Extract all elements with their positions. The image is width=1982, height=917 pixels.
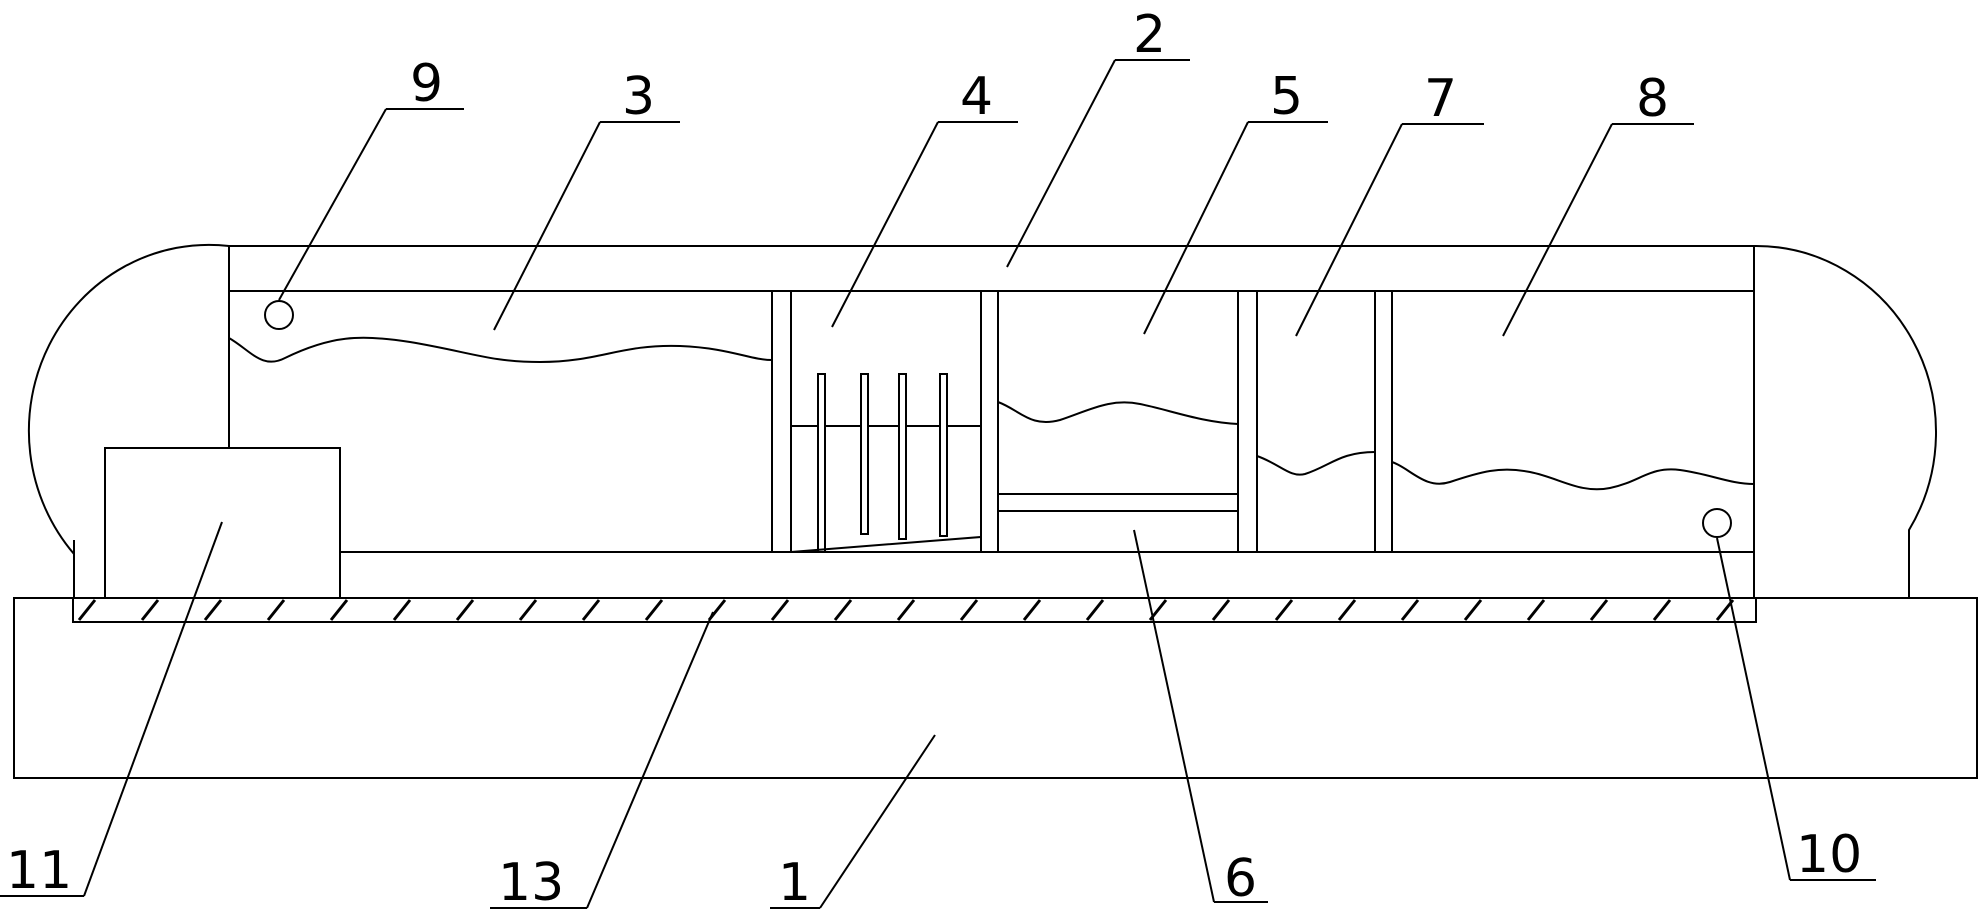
liquid-surface-3 [228, 336, 773, 364]
hatch-stroke [770, 599, 790, 621]
support-layer [72, 597, 1757, 623]
label-11: 11 [6, 841, 72, 901]
leader-9 [278, 108, 387, 301]
hatch-stroke [203, 599, 223, 621]
hatch-stroke [1274, 599, 1294, 621]
hatch-stroke [833, 599, 853, 621]
label-4: 4 [960, 67, 993, 127]
base-block [13, 597, 1978, 779]
label-8: 8 [1636, 69, 1669, 129]
liquid-surface-5 [997, 401, 1239, 425]
comb-plate-3 [898, 373, 907, 540]
label-5: 5 [1270, 67, 1303, 127]
hatch-stroke [329, 599, 349, 621]
leader-3 [493, 121, 601, 331]
left-end-cap [27, 243, 230, 598]
label-13: 13 [498, 853, 564, 913]
sloped-bottom [790, 535, 982, 553]
leader-lines [0, 59, 1876, 909]
label-9: 9 [410, 54, 443, 114]
hatch-stroke [1463, 599, 1483, 621]
label-7: 7 [1424, 69, 1457, 129]
hatch-stroke [959, 599, 979, 621]
label-6: 6 [1224, 849, 1257, 909]
comb-plate-4 [939, 373, 948, 537]
hatch-stroke [1337, 599, 1357, 621]
leader-10 [1716, 537, 1791, 881]
hatch-stroke [77, 599, 97, 621]
liquid-surface-8 [1391, 461, 1755, 491]
outlet-port [1702, 508, 1732, 538]
leader-2 [1006, 59, 1116, 268]
leader-8 [1502, 123, 1613, 337]
label-10: 10 [1796, 825, 1862, 885]
hatch-stroke [1526, 599, 1546, 621]
inlet-port [264, 300, 294, 330]
hatch-stroke [1400, 599, 1420, 621]
leader-5 [1143, 121, 1249, 335]
support-layer-hatching [77, 599, 1735, 621]
hatch-stroke [1022, 599, 1042, 621]
hatch-stroke [1211, 599, 1231, 621]
hatch-stroke [140, 599, 160, 621]
hatch-stroke [266, 599, 286, 621]
hatch-stroke [581, 599, 601, 621]
label-2: 2 [1133, 5, 1166, 65]
label-3: 3 [622, 67, 655, 127]
comb-plate-1 [817, 373, 826, 553]
hatch-stroke [644, 599, 664, 621]
hatch-stroke [1589, 599, 1609, 621]
hatch-stroke [455, 599, 475, 621]
hatch-stroke [518, 599, 538, 621]
leader-13 [586, 611, 714, 909]
leader-7 [1295, 123, 1403, 337]
label-1: 1 [778, 853, 811, 913]
hatch-stroke [1085, 599, 1105, 621]
leader-6 [1133, 529, 1215, 903]
leader-1 [819, 734, 936, 909]
liquid-surface-7 [1256, 451, 1376, 476]
hatch-stroke [1652, 599, 1672, 621]
right-end-cap [1753, 244, 1938, 598]
leader-4 [831, 121, 939, 328]
hatch-stroke [896, 599, 916, 621]
hatch-stroke [392, 599, 412, 621]
comb-plate-2 [860, 373, 869, 535]
leader-11 [83, 521, 223, 897]
